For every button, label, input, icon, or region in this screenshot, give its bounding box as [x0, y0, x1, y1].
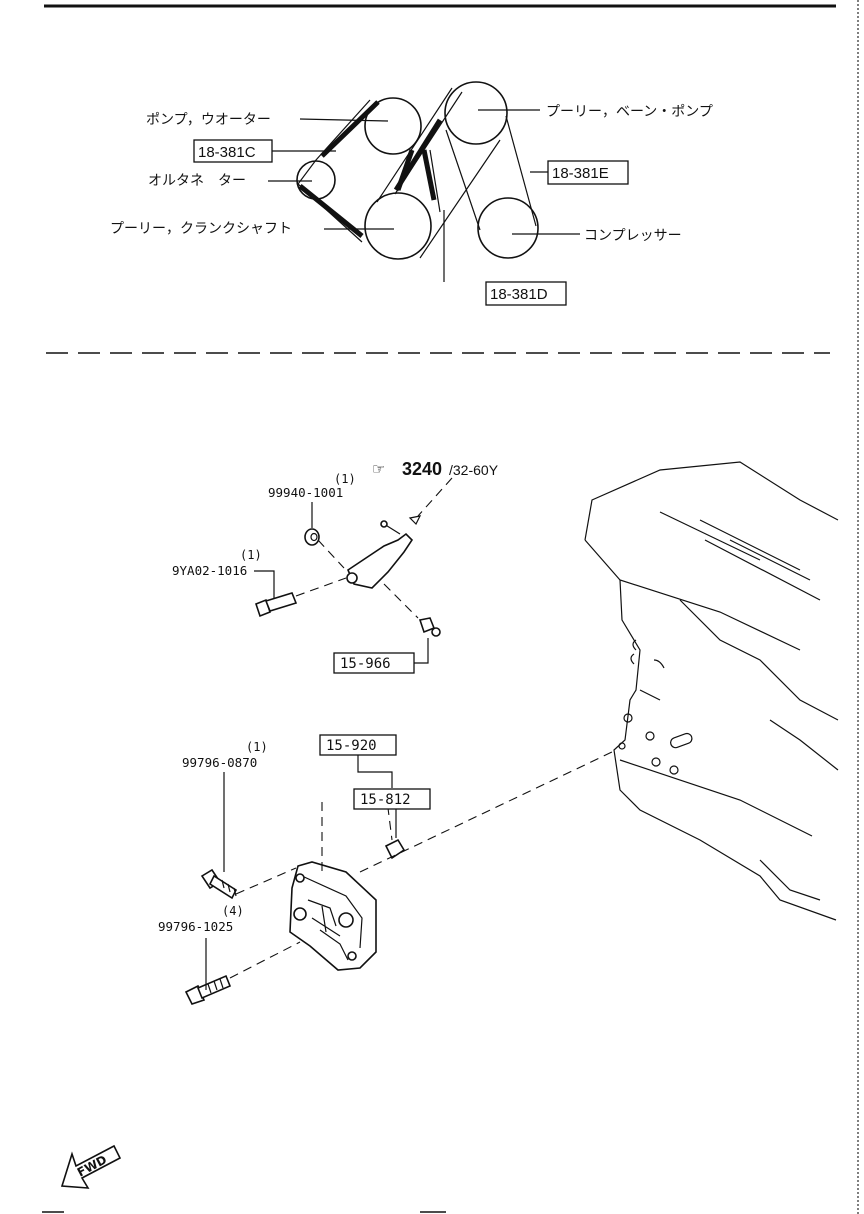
svg-text:15-920: 15-920: [326, 738, 377, 754]
part-label-99796-0870[interactable]: (1) 99796-0870: [182, 740, 268, 770]
label-compressor: コンプレッサー: [584, 228, 682, 244]
svg-text:99940-1001: 99940-1001: [268, 485, 343, 500]
belt-routing-diagram: ポンプ，ウオーター オルタネ ター プーリー，クランクシャフト プーリー，ベーン…: [110, 81, 713, 306]
ref-15-920[interactable]: 15-920: [319, 734, 397, 756]
svg-text:18-381D: 18-381D: [490, 286, 548, 303]
label-ps-pump-pulley: プーリー，ベーン・ポンプ: [546, 104, 713, 120]
svg-text:99796-1025: 99796-1025: [158, 919, 233, 934]
ps-pump-pulley: [444, 81, 508, 145]
svg-text:(1): (1): [334, 472, 356, 486]
svg-text:(1): (1): [246, 740, 268, 754]
engine-bolt-holes: [618, 639, 693, 775]
engine-block-outline: [584, 461, 839, 921]
nut-15-966: [418, 617, 441, 637]
ref-belt-d[interactable]: 18-381D: [485, 281, 567, 306]
water-pump-pulley: [364, 97, 422, 155]
svg-text:18-381C: 18-381C: [198, 144, 256, 161]
engine-mount-diagram: ☞ 3240 /32-60Y (1): [158, 459, 839, 1005]
engine-mount-bracket: [289, 861, 377, 971]
svg-text:15-812: 15-812: [360, 792, 411, 808]
svg-text:99796-0870: 99796-0870: [182, 755, 257, 770]
upper-bracket: [346, 520, 414, 589]
alternator-pulley: [296, 160, 336, 200]
svg-text:9YA02-1016: 9YA02-1016: [172, 563, 247, 578]
pointing-hand-icon: ☞: [372, 460, 385, 478]
bolt-99796-0870: [200, 868, 238, 900]
see-reference-suffix: /32-60Y: [449, 462, 499, 478]
belt-18-381d: [376, 87, 501, 259]
svg-text:15-966: 15-966: [340, 656, 391, 672]
svg-text:(1): (1): [240, 548, 262, 562]
ref-belt-c[interactable]: 18-381C: [193, 139, 273, 163]
label-water-pump: ポンプ，ウオーター: [146, 112, 271, 128]
see-reference[interactable]: ☞ 3240 /32-60Y: [372, 459, 499, 479]
fwd-arrow-icon: [60, 1144, 122, 1189]
part-label-99796-1025[interactable]: (4) 99796-1025: [158, 904, 244, 934]
label-crank-pulley: プーリー，クランクシャフト: [110, 221, 292, 237]
compressor-pulley: [477, 197, 539, 259]
bolt-99796-1025: [184, 974, 232, 1005]
bolt-9ya02-1016: [255, 592, 298, 618]
ref-belt-e[interactable]: 18-381E: [547, 160, 629, 185]
ref-15-812[interactable]: 15-812: [353, 788, 431, 810]
fwd-label: FWD: [75, 1153, 109, 1180]
mount-cap-15-812: [384, 838, 406, 860]
belt-18-381e: [445, 115, 537, 231]
part-label-99940-1001[interactable]: (1) 99940-1001: [268, 472, 356, 500]
forward-direction-indicator: FWD: [60, 1144, 122, 1189]
svg-text:(4): (4): [222, 904, 244, 918]
svg-text:18-381E: 18-381E: [552, 165, 609, 182]
label-alternator: オルタネ ター: [148, 173, 246, 189]
ref-15-966[interactable]: 15-966: [333, 652, 415, 674]
washer-99940-1001: [304, 528, 320, 546]
part-label-9ya02-1016[interactable]: (1) 9YA02-1016: [172, 548, 262, 578]
see-reference-number: 3240: [402, 459, 442, 479]
crank-pulley: [364, 192, 432, 260]
